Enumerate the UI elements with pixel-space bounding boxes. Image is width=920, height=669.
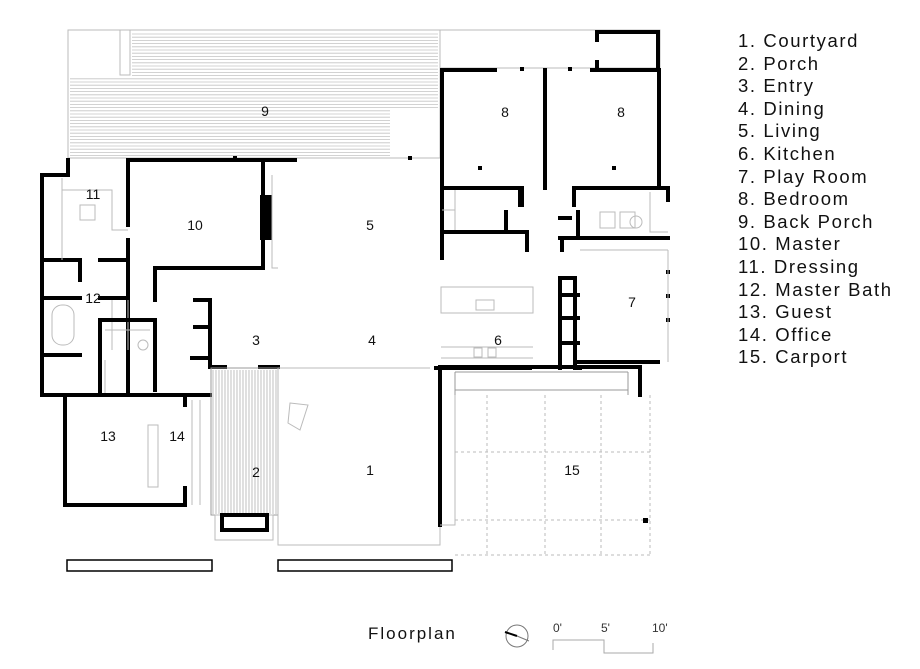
room-label-guest: 13: [100, 428, 116, 444]
legend-item: 6. Kitchen: [738, 142, 837, 164]
legend-item: 11. Dressing: [738, 255, 860, 277]
room-label-living: 5: [366, 217, 374, 233]
legend-item: 14. Office: [738, 323, 833, 345]
north-arrow-icon: [504, 624, 530, 648]
room-label-entry: 3: [252, 332, 260, 348]
room-label-dining: 4: [368, 332, 376, 348]
scale-label-10: 10': [652, 621, 668, 635]
scale-label-0: 0': [553, 621, 562, 635]
legend-item: 12. Master Bath: [738, 278, 893, 300]
room-label-courtyard: 1: [366, 462, 374, 478]
legend-item: 9. Back Porch: [738, 210, 874, 232]
legend-item: 15. Carport: [738, 346, 849, 368]
room-legend: 1. Courtyard 2. Porch 3. Entry 4. Dining…: [738, 30, 893, 369]
room-label-dressing: 11: [86, 186, 101, 202]
room-label-kitchen: 6: [494, 332, 502, 348]
legend-item: 10. Master: [738, 233, 842, 255]
room-label-bedroom-1: 8: [501, 104, 509, 120]
legend-item: 8. Bedroom: [738, 188, 850, 210]
plan-title: Floorplan: [368, 624, 457, 643]
room-label-office: 14: [169, 428, 185, 444]
room-label-back-porch: 9: [261, 103, 269, 119]
legend-item: 4. Dining: [738, 97, 826, 119]
legend-item: 3. Entry: [738, 75, 815, 97]
room-label-master-bath: 12: [85, 290, 101, 306]
room-label-play-room: 7: [628, 294, 636, 310]
legend-item: 7. Play Room: [738, 165, 869, 187]
porch-slats: [212, 370, 277, 514]
room-label-bedroom-2: 8: [617, 104, 625, 120]
legend-item: 1. Courtyard: [738, 30, 859, 51]
room-label-master: 10: [187, 217, 203, 233]
room-label-carport: 15: [564, 462, 580, 478]
back-porch-deck: [70, 33, 438, 157]
scale-bar: 0' 5' 10': [552, 621, 668, 654]
room-label-porch: 2: [252, 464, 260, 480]
legend-item: 5. Living: [738, 120, 822, 142]
scale-label-5: 5': [601, 621, 610, 635]
legend-item: 2. Porch: [738, 52, 820, 74]
legend-item: 13. Guest: [738, 301, 833, 323]
